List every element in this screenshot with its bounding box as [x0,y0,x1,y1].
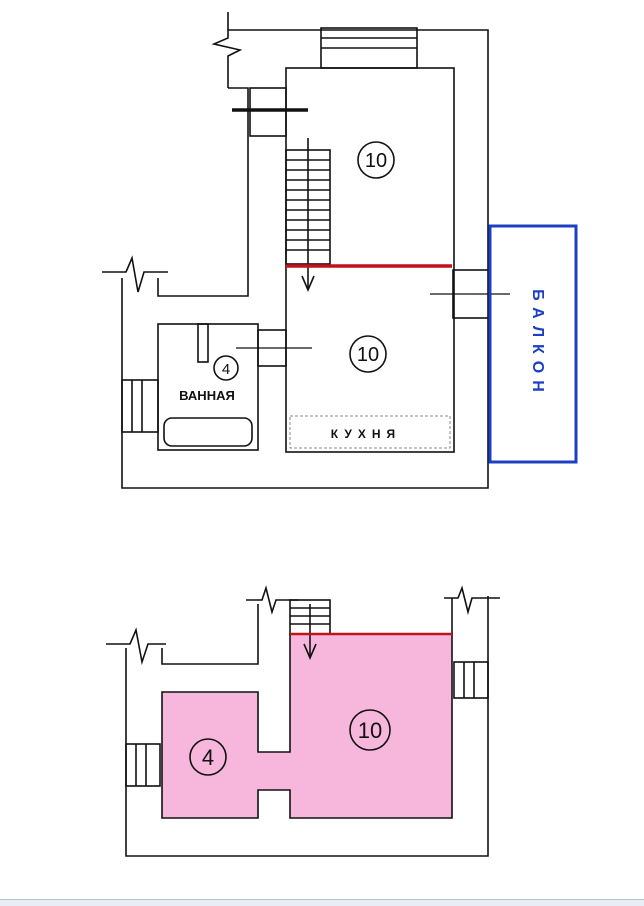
inner-wall-after-left [161,604,259,665]
room-number-upper: 10 [365,150,387,172]
vent-shaft [249,87,287,137]
room-number-circle-large [349,709,391,751]
bathroom-door-opening [197,323,209,363]
balcony-label: БАЛКОН [529,289,546,399]
wall-break-symbol-top-after [246,585,298,615]
room-number-circle-small [189,738,227,776]
room-number-small-after: 4 [202,745,214,770]
outer-wall [121,29,489,489]
balcony [488,224,578,464]
plan-before [102,12,578,489]
plan-after: 10 4 [106,585,500,857]
wall-break-symbol-right-after [444,585,500,616]
room-number-large-after: 10 [358,718,382,743]
kitchen-label: КУХНЯ [331,427,401,441]
room-number-circle [349,335,387,373]
window-left-after [125,743,161,787]
bathroom-label: ВАННАЯ [179,388,235,403]
room-number-circle [213,355,239,381]
room-fill-merged [162,634,452,818]
bottom-scroll-strip [0,899,644,906]
window-left [121,379,159,433]
room-large [285,67,455,453]
room-number-circle [357,141,395,179]
wall-break-symbol-left-after [106,627,166,666]
bathtub [163,417,253,447]
bathroom-number: 4 [222,361,230,378]
wall-break-symbol-top [211,12,243,88]
kitchen-counter [289,415,451,449]
inner-wall [157,87,249,297]
room-number-lower: 10 [357,344,379,366]
room-outline-after [161,633,453,819]
window-right-after [453,661,489,699]
wall-break-symbol-left [102,255,168,293]
